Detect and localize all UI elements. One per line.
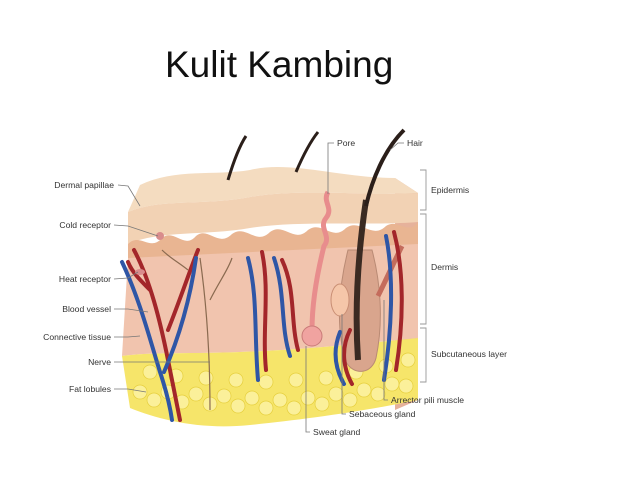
left-leader-lines bbox=[113, 184, 210, 393]
label-dermal-papillae: Dermal papillae bbox=[54, 180, 114, 190]
sweat-gland-leader bbox=[305, 346, 310, 433]
label-hair: Hair bbox=[407, 138, 423, 148]
label-dermis: Dermis bbox=[431, 262, 458, 272]
hair-strand-left bbox=[226, 135, 248, 181]
label-arrector-pili-muscle: Arrector pili muscle bbox=[391, 395, 464, 405]
subcutaneous-bracket bbox=[420, 327, 427, 383]
veins bbox=[120, 234, 394, 422]
heat-receptor bbox=[135, 269, 145, 275]
epidermis-bracket bbox=[420, 169, 427, 211]
sweat-gland-coil bbox=[301, 325, 323, 347]
hair-strand-main bbox=[364, 128, 406, 207]
sebaceous-gland bbox=[330, 283, 350, 317]
sweat-gland-duct bbox=[309, 190, 332, 331]
fat-lobules bbox=[132, 352, 416, 416]
nerves bbox=[161, 249, 233, 411]
hair-shaft-inside bbox=[353, 199, 369, 361]
label-fat-lobules: Fat lobules bbox=[69, 384, 111, 394]
epidermis-top-surface bbox=[128, 166, 418, 212]
hair-leader bbox=[389, 142, 404, 151]
label-heat-receptor: Heat receptor bbox=[59, 274, 111, 284]
label-nerve: Nerve bbox=[88, 357, 111, 367]
pore-leader bbox=[327, 142, 334, 194]
hair-strand-middle bbox=[294, 131, 320, 173]
arrector-pili-leader bbox=[383, 300, 388, 401]
arteries bbox=[126, 230, 404, 422]
label-subcutaneous-layer: Subcutaneous layer bbox=[431, 349, 507, 359]
cold-receptor bbox=[156, 232, 164, 240]
label-connective-tissue: Connective tissue bbox=[43, 332, 111, 342]
sebaceous-leader bbox=[341, 314, 346, 415]
dermis-bracket bbox=[420, 213, 427, 325]
label-sweat-gland: Sweat gland bbox=[313, 427, 361, 437]
slide-title: Kulit Kambing bbox=[165, 44, 394, 85]
label-blood-vessel: Blood vessel bbox=[62, 304, 111, 314]
label-sebaceous-gland: Sebaceous gland bbox=[349, 409, 416, 419]
label-epidermis: Epidermis bbox=[431, 185, 469, 195]
label-cold-receptor: Cold receptor bbox=[59, 220, 111, 230]
dermal-papillae-layer bbox=[128, 222, 418, 262]
epidermis-front bbox=[128, 192, 418, 244]
label-pore: Pore bbox=[337, 138, 355, 148]
